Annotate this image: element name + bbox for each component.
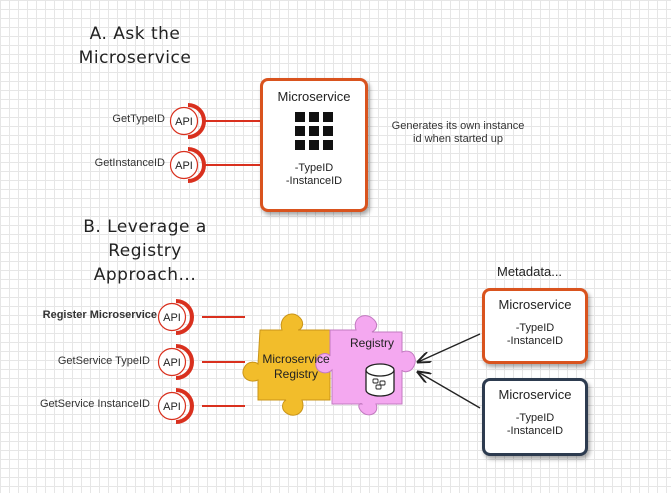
arrow-orange-to-registry — [418, 333, 481, 362]
note-a: Generates its own instance id when start… — [378, 120, 538, 146]
section-a-heading-line1: A. Ask the — [89, 24, 181, 44]
api-label: API — [163, 357, 181, 369]
microservice-box-dark: Microservice -TypeID -InstanceID — [482, 378, 588, 456]
database-icon — [365, 363, 395, 397]
api-name-register-microservice: Register Microservice — [42, 309, 157, 321]
api-label: API — [163, 312, 181, 324]
api-circle-register: API — [157, 299, 194, 335]
microservice-typeid: -TypeID — [515, 322, 555, 334]
api-circle-getservice-typeid: API — [157, 344, 194, 380]
section-a-heading: A. Ask the Microservice — [60, 22, 210, 70]
api-label: API — [163, 401, 181, 413]
section-b-heading-line1: B. Leverage a — [83, 217, 207, 237]
microservice-instanceid: -InstanceID — [285, 175, 343, 187]
api-label: API — [175, 160, 193, 172]
puzzle-piece-yellow — [242, 313, 350, 416]
microservice-title: Microservice — [498, 387, 572, 402]
microservice-typeid: -TypeID — [294, 162, 334, 174]
api-name-gettypeid: GetTypeID — [112, 113, 165, 125]
registry-pink-label: Registry — [350, 336, 394, 350]
grid-icon — [295, 112, 333, 150]
api-circle-getservice-instanceid: API — [157, 388, 194, 424]
microservice-box-a: Microservice -TypeID -InstanceID — [260, 78, 368, 212]
microservice-typeid: -TypeID — [515, 412, 555, 424]
api-circle-getinstanceid: API — [169, 147, 206, 183]
section-b-heading: B. Leverage a Registry Approach... — [70, 215, 220, 287]
microservice-instanceid: -InstanceID — [506, 335, 564, 347]
api-name-getinstanceid: GetInstanceID — [94, 157, 165, 169]
section-a-heading-line2: Microservice — [78, 48, 192, 68]
registry-yellow-line1: Microservice — [262, 352, 330, 366]
api-label: API — [175, 116, 193, 128]
metadata-label: Metadata... — [497, 264, 563, 279]
registry-yellow-line2: Registry — [274, 367, 318, 381]
puzzle-piece-pink — [315, 315, 416, 416]
microservice-title: Microservice — [277, 89, 351, 104]
microservice-box-orange: Microservice -TypeID -InstanceID — [482, 288, 588, 364]
api-name-getservice-instanceid: GetService InstanceID — [39, 398, 150, 410]
api-name-getservice-typeid: GetService TypeID — [57, 355, 150, 367]
section-b-heading-line2: Registry — [108, 241, 182, 261]
microservice-instanceid: -InstanceID — [506, 425, 564, 437]
api-circle-gettypeid: API — [169, 103, 206, 139]
note-a-line2: id when started up — [413, 133, 503, 145]
note-a-line1: Generates its own instance — [391, 120, 525, 132]
section-b-heading-line3: Approach... — [93, 265, 197, 285]
microservice-title: Microservice — [498, 297, 572, 312]
arrow-dark-to-registry — [418, 372, 481, 409]
